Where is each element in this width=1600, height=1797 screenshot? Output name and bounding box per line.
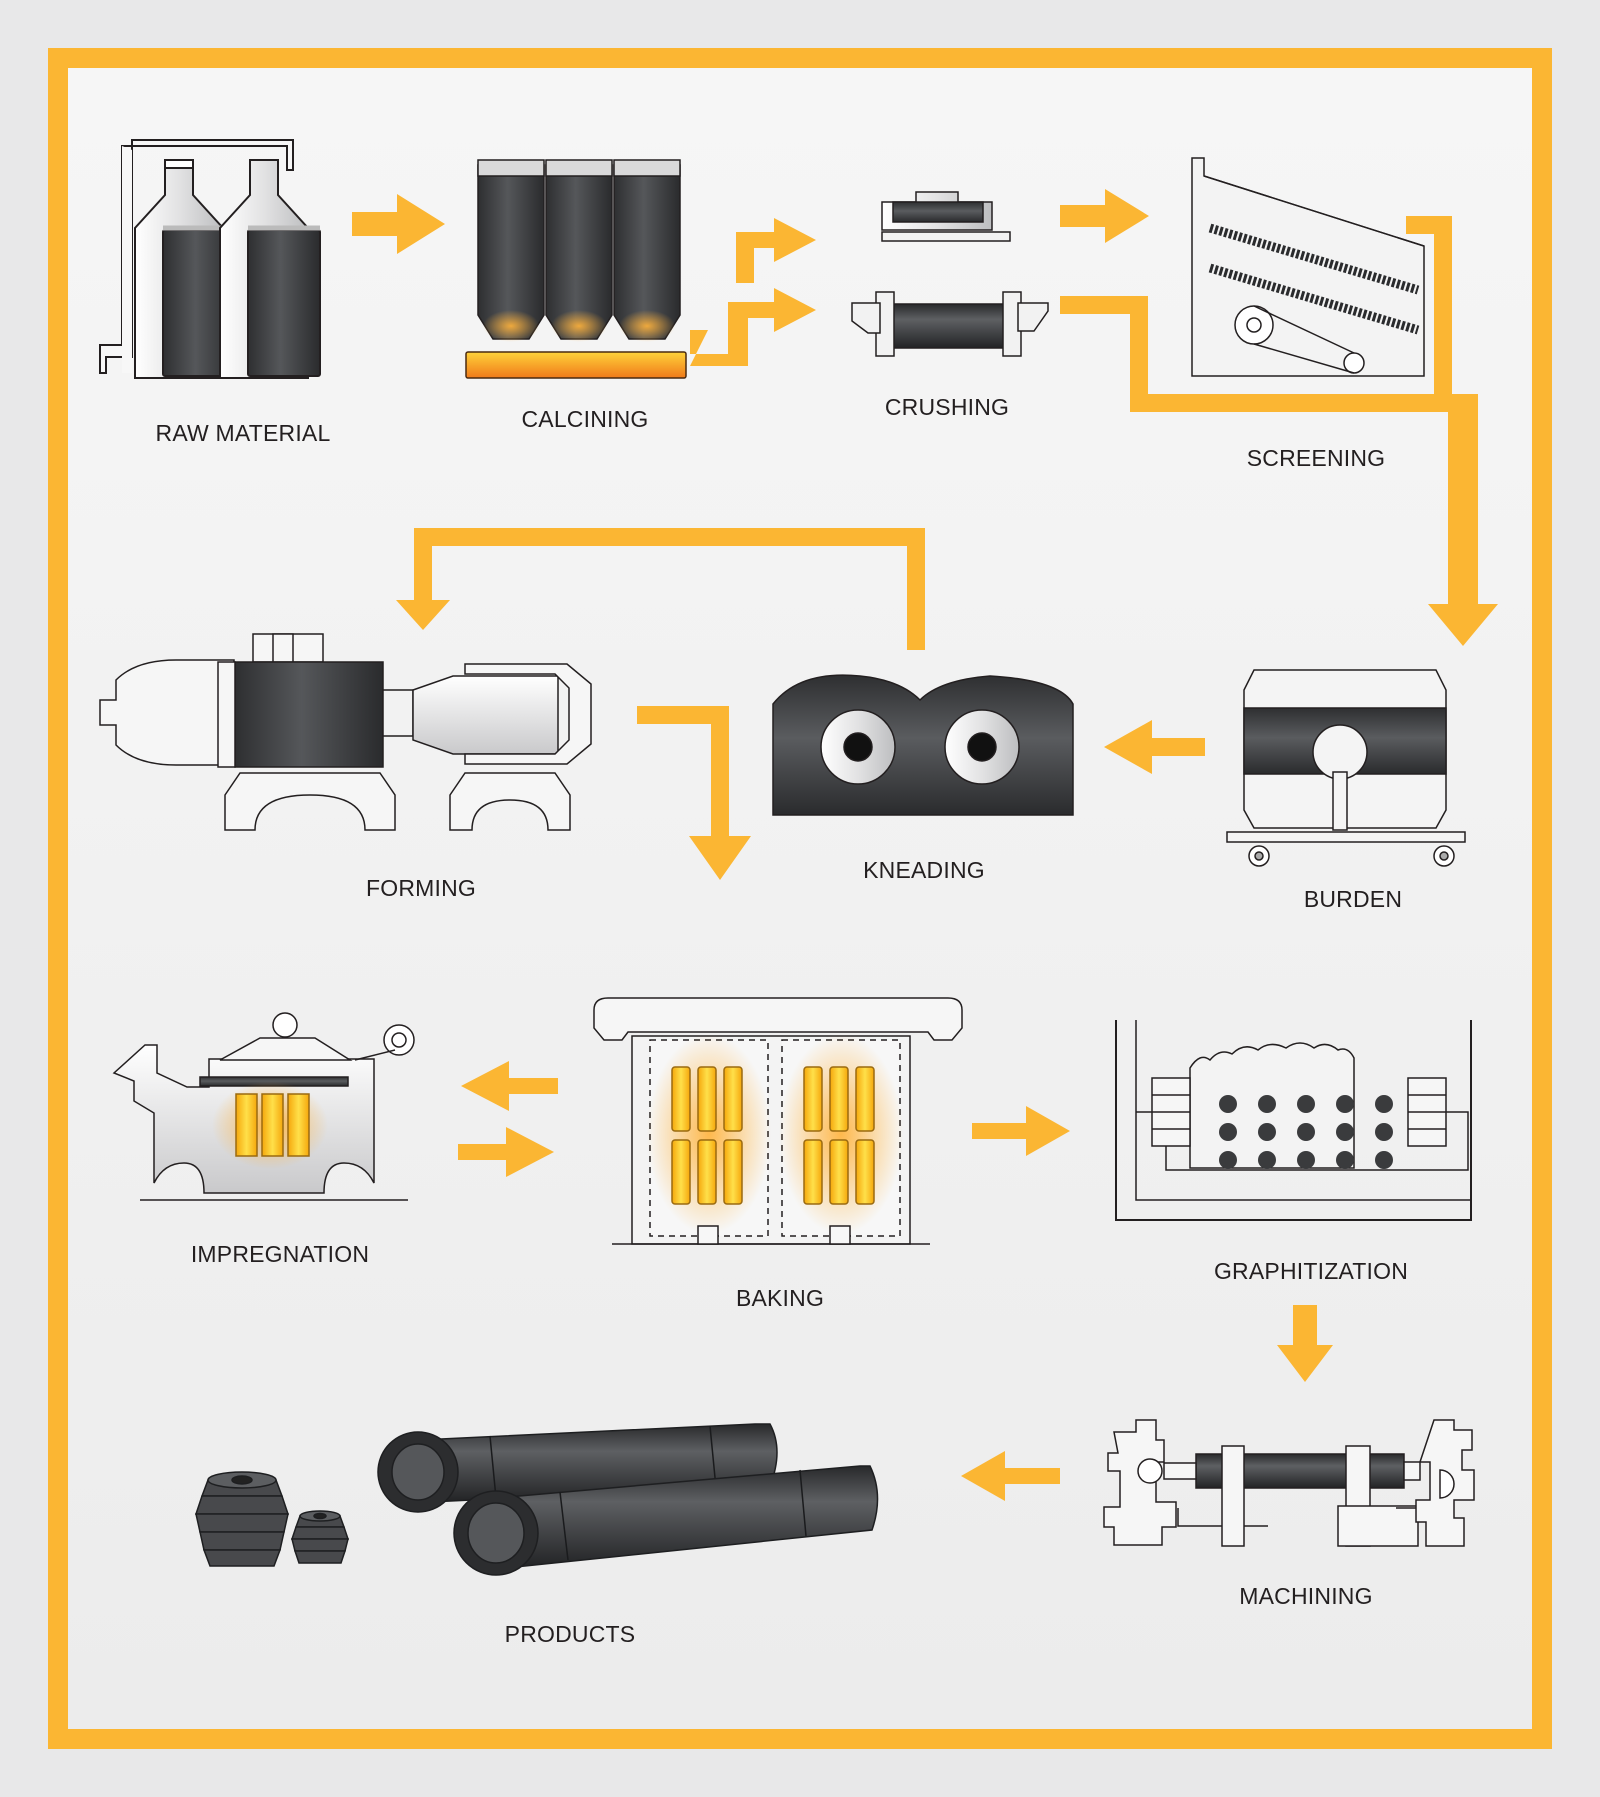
label-forming: FORMING (366, 875, 476, 901)
label-kneading: KNEADING (863, 857, 985, 883)
label-screening: SCREENING (1247, 445, 1386, 471)
label-calcining: CALCINING (521, 406, 648, 432)
silo-tanks-icon (99, 139, 321, 379)
vibrating-screen-icon (1191, 157, 1425, 377)
label-products: PRODUCTS (505, 1621, 636, 1647)
label-crushing: CRUSHING (885, 394, 1009, 420)
label-graphitization: GRAPHITIZATION (1214, 1258, 1408, 1284)
arrow-raw-to-calcining (352, 194, 445, 254)
calcining-furnace-icon (465, 159, 687, 379)
lathe-icon (1103, 1419, 1475, 1547)
arrow-burden-to-kneading (1104, 720, 1205, 774)
baking-furnace-icon (593, 997, 963, 1245)
mixing-drum-cart-icon (1226, 669, 1466, 867)
label-raw-material: RAW MATERIAL (156, 420, 331, 446)
arrow-crushing-to-screening (1060, 189, 1149, 243)
arrow-impregnation-to-baking (458, 1127, 554, 1177)
arrow-baking-to-graphitization (972, 1106, 1070, 1156)
arrow-baking-to-impregnation (461, 1061, 558, 1111)
arrow-screening-to-burden (1406, 216, 1452, 394)
extrusion-press-icon (99, 633, 592, 831)
label-machining: MACHINING (1239, 1583, 1372, 1609)
label-impregnation: IMPREGNATION (191, 1241, 369, 1267)
flow-arrows (352, 189, 1498, 1501)
arrow-kneading-to-forming (396, 528, 925, 650)
arrow-forming-to-baking (637, 706, 751, 880)
arrow-graphitization-to-machining (1277, 1305, 1333, 1382)
impregnation-autoclave-icon (112, 1012, 415, 1201)
arrow-calcining-to-crushing (690, 218, 816, 366)
crusher-icon (851, 191, 1049, 357)
graphitization-furnace-icon (1115, 1020, 1472, 1221)
graphite-electrodes-icon (194, 1423, 879, 1576)
label-baking: BAKING (736, 1285, 824, 1311)
step-labels: RAW MATERIAL CALCINING CRUSHING SCREENIN… (156, 394, 1408, 1647)
kneading-mixer-icon (772, 674, 1074, 816)
arrow-crushing-to-burden (1060, 296, 1498, 646)
arrow-machining-to-products (961, 1451, 1060, 1501)
label-burden: BURDEN (1304, 886, 1402, 912)
